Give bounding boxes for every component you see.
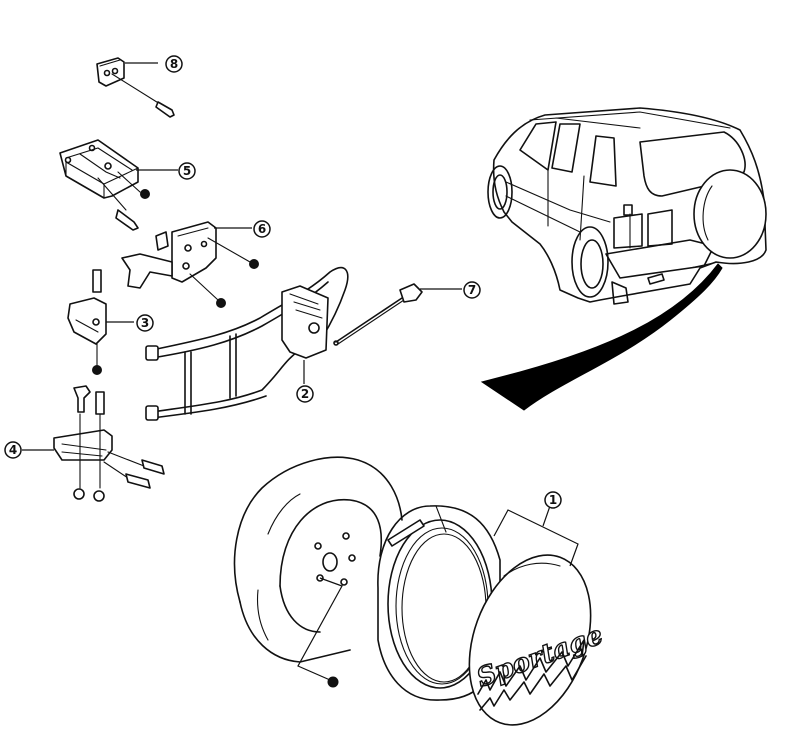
callout-3: 3 <box>136 314 154 332</box>
callout-4: 4 <box>4 441 22 459</box>
part-2-tire-carrier-frame: 2 <box>145 266 349 421</box>
leader-1 <box>493 509 579 567</box>
wheel-nut <box>327 676 339 688</box>
part-7-latch-rod: 7 <box>333 281 481 346</box>
callout-8: 8 <box>165 55 183 73</box>
detail-pointer-arrow <box>480 263 723 411</box>
part-1-spare-tire-cover: Sportage 1 <box>377 491 608 726</box>
callout-6-label: 6 <box>258 222 266 236</box>
callout-5: 5 <box>178 162 196 180</box>
callout-7-label: 7 <box>468 283 476 297</box>
callout-3-label: 3 <box>141 316 149 330</box>
callout-4-label: 4 <box>9 443 17 457</box>
callout-5-label: 5 <box>183 164 191 178</box>
callout-2-label: 2 <box>301 387 309 401</box>
vehicle-spare-tire <box>693 169 767 259</box>
vehicle-illustration <box>487 107 767 305</box>
part-5-striker-bracket: 5 <box>59 139 196 231</box>
part-4-lower-hinge-bracket: 4 <box>4 385 165 502</box>
callout-2: 2 <box>296 385 314 403</box>
cover-face <box>468 554 592 726</box>
part-8-stopper: 8 <box>96 55 183 118</box>
callout-6: 6 <box>253 220 271 238</box>
callout-1: 1 <box>544 491 562 509</box>
callout-7: 7 <box>463 281 481 299</box>
callout-8-label: 8 <box>170 57 178 71</box>
callout-1-label: 1 <box>549 493 557 507</box>
part-3-upper-hinge-bracket: 3 <box>67 269 154 375</box>
leader-wheel-nut <box>297 577 343 681</box>
part-6-latch-assembly: 6 <box>121 220 271 308</box>
spare-tire-wheel <box>233 456 403 688</box>
